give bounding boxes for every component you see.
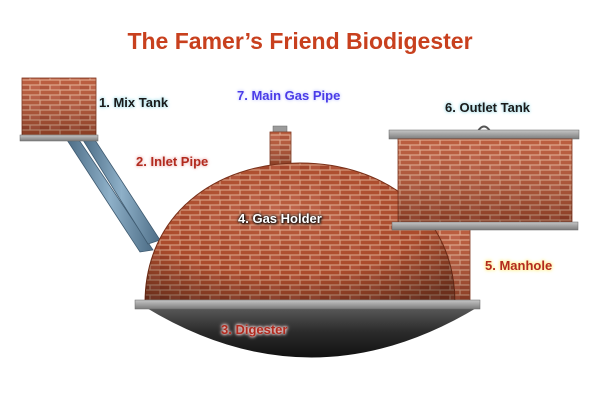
- label-mix-tank: 1. Mix Tank: [99, 95, 168, 110]
- label-inlet-pipe: 2. Inlet Pipe: [136, 154, 208, 169]
- dome-base-slab: [135, 300, 480, 309]
- label-gas-holder: 4. Gas Holder: [238, 211, 322, 226]
- label-manhole: 5. Manhole: [485, 258, 552, 273]
- main-gas-pipe: [270, 126, 291, 166]
- digester-bowl: [145, 307, 478, 358]
- outlet-tank: [389, 127, 579, 231]
- label-digester: 3. Digester: [221, 322, 287, 337]
- label-main-gas-pipe: 7. Main Gas Pipe: [237, 88, 340, 103]
- diagram-title: The Famer’s Friend Biodigester: [0, 28, 600, 55]
- mix-tank: [20, 78, 98, 141]
- label-outlet-tank: 6. Outlet Tank: [445, 100, 530, 115]
